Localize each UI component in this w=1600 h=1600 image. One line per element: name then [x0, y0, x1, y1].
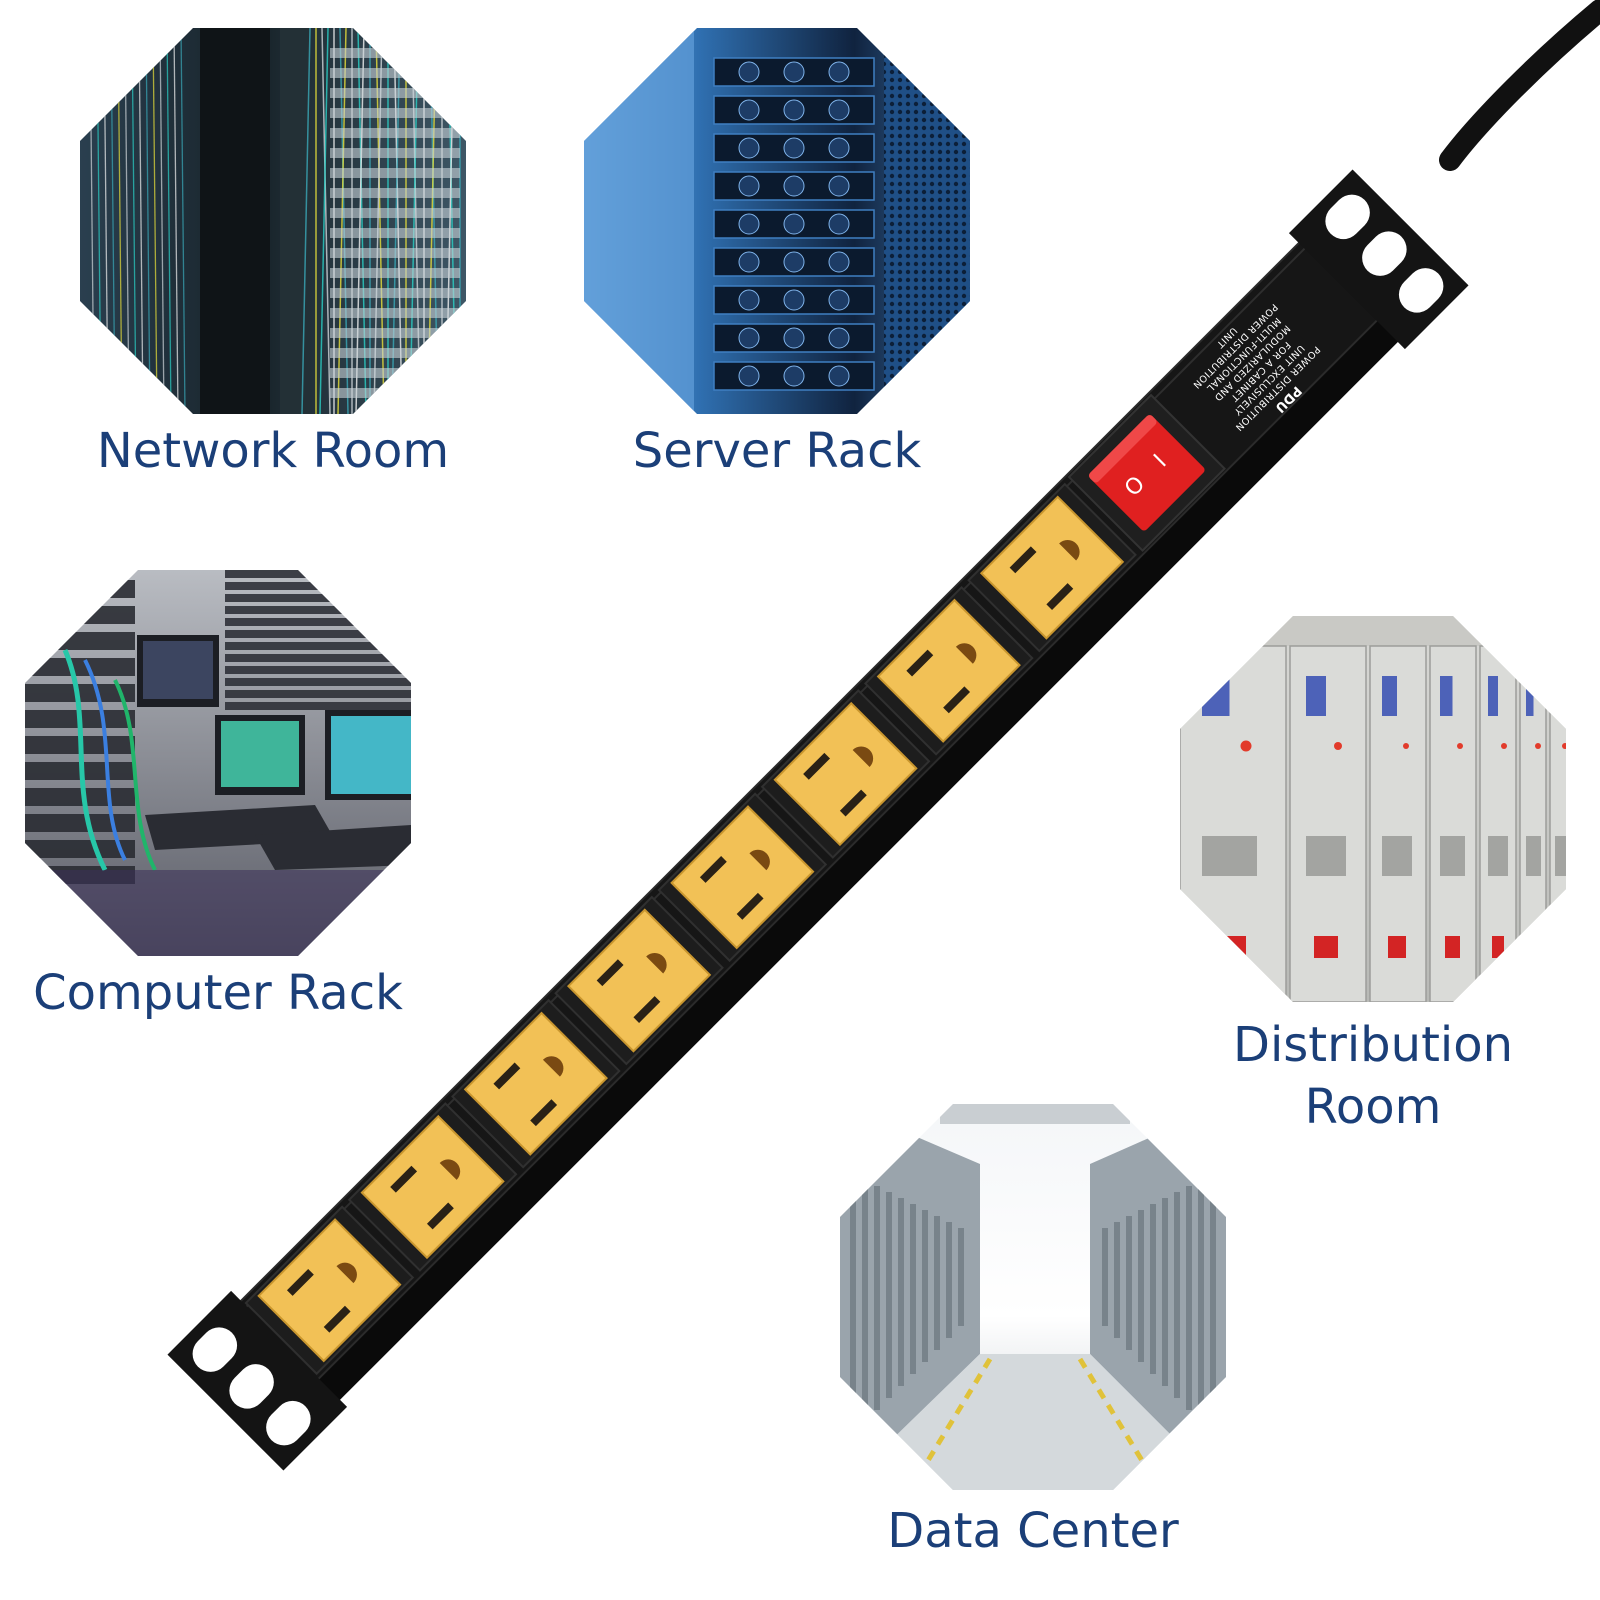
- outlet[interactable]: [760, 689, 931, 859]
- scene-data-center: Data Center: [840, 1104, 1226, 1559]
- outlet[interactable]: [657, 792, 828, 963]
- caption-distribution-room-line-1: Distribution: [1232, 1017, 1514, 1073]
- caption-distribution-room: Distribution Room: [1160, 1014, 1586, 1138]
- mounting-ear-bottom: [167, 1290, 348, 1471]
- caption-data-center: Data Center: [887, 1503, 1179, 1559]
- scene-server-rack: Server Rack: [584, 28, 970, 479]
- caption-server-rack: Server Rack: [632, 423, 922, 479]
- outlet[interactable]: [863, 585, 1034, 756]
- computer-rack-image: [25, 570, 411, 956]
- caption-network-room: Network Room: [96, 423, 450, 479]
- caption-distribution-room-line-2: Room: [1304, 1079, 1442, 1135]
- outlet[interactable]: [347, 1102, 518, 1272]
- data-center-image: [840, 1104, 1226, 1490]
- scene-network-room: Network Room: [80, 28, 466, 479]
- outlet[interactable]: [244, 1205, 415, 1376]
- outlet[interactable]: [967, 482, 1137, 653]
- distribution-room-image: [1180, 616, 1566, 1002]
- server-rack-image: [584, 28, 970, 414]
- network-room-image: [80, 28, 466, 414]
- outlet[interactable]: [451, 998, 621, 1169]
- power-switch[interactable]: O I: [1067, 393, 1227, 553]
- scene-computer-rack: Computer Rack: [25, 570, 411, 1021]
- caption-computer-rack: Computer Rack: [33, 965, 403, 1021]
- power-cord: [1439, 0, 1600, 171]
- outlet[interactable]: [554, 895, 724, 1066]
- scene-distribution-room: Distribution Room: [1180, 616, 1566, 1135]
- mounting-ear-top: [1288, 169, 1469, 350]
